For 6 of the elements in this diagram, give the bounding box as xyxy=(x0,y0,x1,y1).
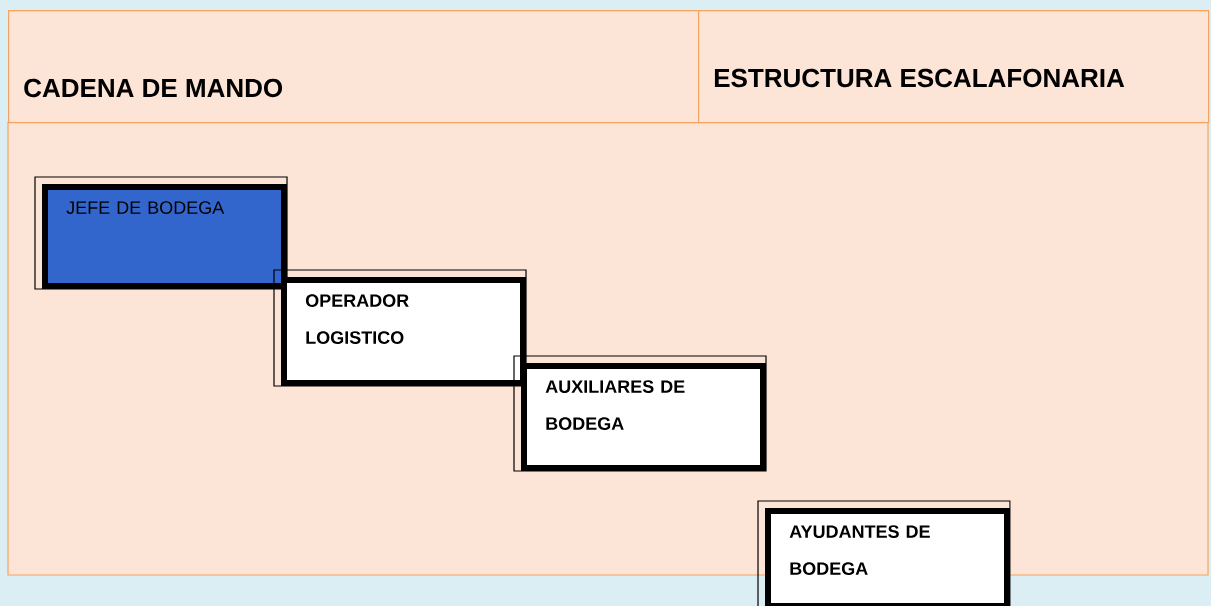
header-cell: CADENA DE MANDO xyxy=(8,10,700,124)
rank-box: AYUDANTES DE BODEGA xyxy=(757,500,1011,606)
rank-box: AUXILIARES DE BODEGA xyxy=(513,355,767,472)
header-cell: ESTRUCTURA ESCALAFONARIA xyxy=(698,10,1210,124)
rank-box: OPERADOR LOGISTICO xyxy=(273,269,527,387)
rank-box: JEFE DE BODEGA xyxy=(34,176,288,290)
